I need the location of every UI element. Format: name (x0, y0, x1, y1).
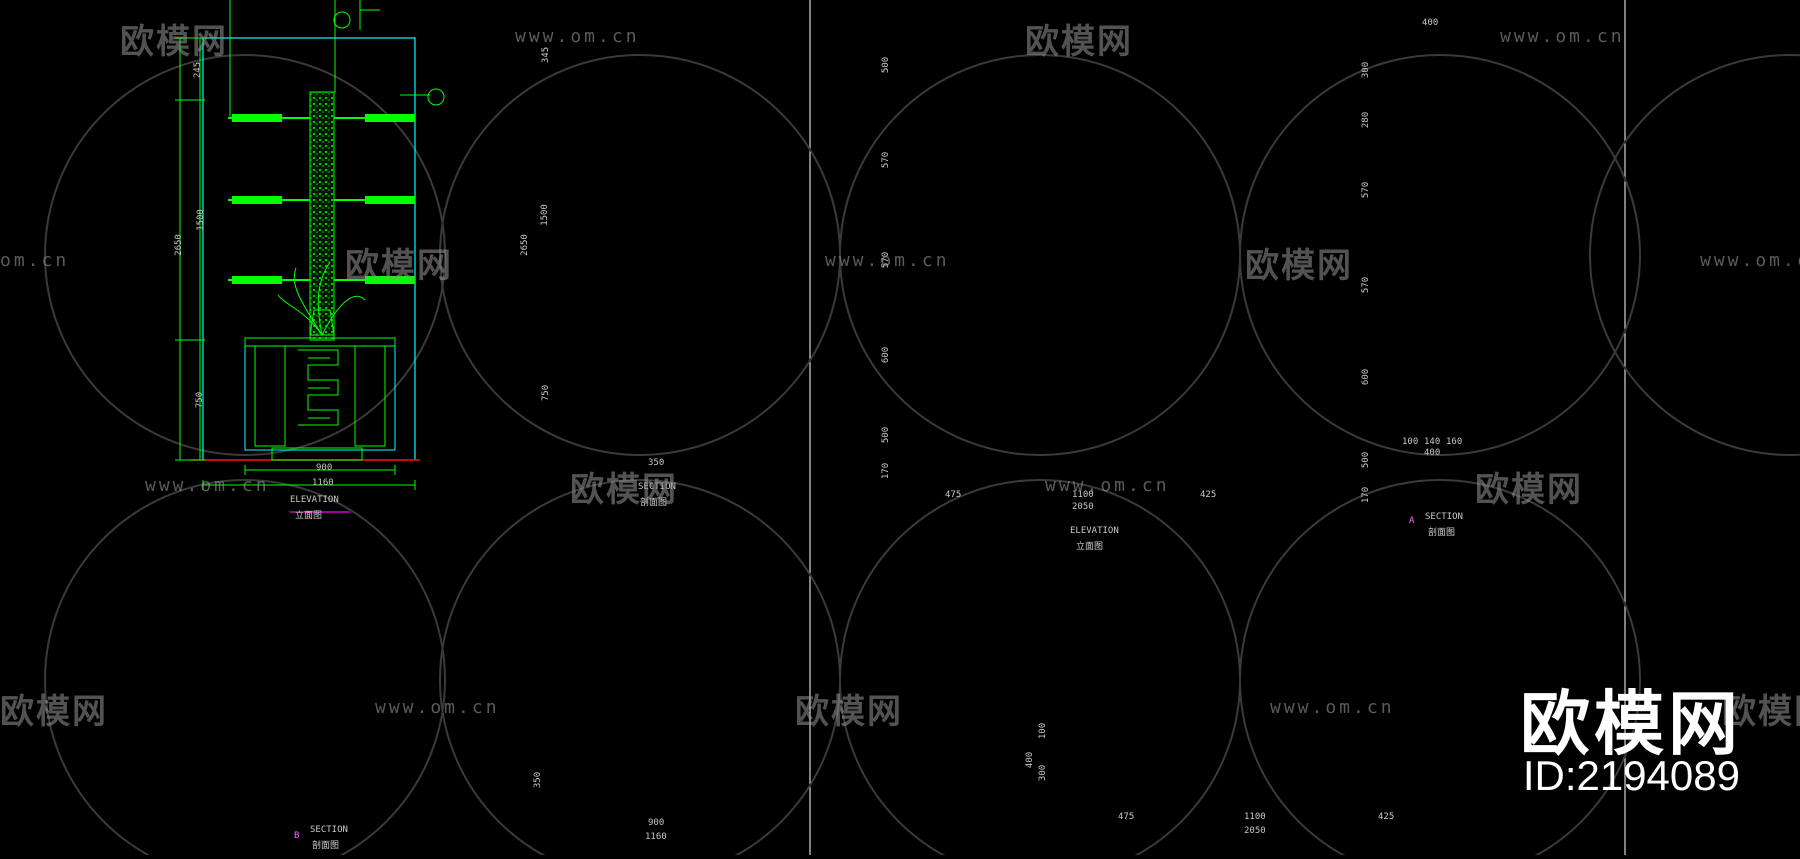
elevation-1-dim-245: 245 (193, 61, 204, 79)
watermark-logo: 欧模网 (1245, 246, 1353, 286)
plan-2-dim-400: 400 (1025, 751, 1036, 769)
section-2-dim-160: 160 (1446, 437, 1463, 447)
section-1-dim-750: 750 (541, 384, 552, 402)
elevation-2-dim-500b: 500 (881, 426, 892, 444)
watermark-url: www.om.cn (825, 250, 950, 271)
plan-1-dim-1160: 1160 (645, 832, 667, 842)
section-2-marker: A (1409, 516, 1415, 526)
section-2-dim-570b: 570 (1361, 276, 1372, 294)
elevation-1-dim-1500: 1500 (195, 209, 206, 231)
watermark-url: www.om.cn (145, 475, 270, 496)
elevation-1-dim-2650: 2650 (173, 234, 184, 256)
watermark-logo: 欧模网 (570, 470, 678, 510)
elevation-2-dim-170: 170 (881, 462, 892, 480)
watermark-logo: 欧模网 (1025, 22, 1133, 62)
plan-1-dim-350: 350 (533, 771, 544, 789)
elevation-1-dim-900: 900 (316, 463, 333, 473)
brand-logo: 欧模网 (1520, 683, 1742, 765)
elevation-2-dim-475: 475 (945, 490, 962, 500)
watermark-url: www.om.cn (1700, 250, 1800, 271)
section-2-dim-300: 300 (1361, 61, 1372, 79)
watermark-url: www.om.cn (515, 26, 640, 47)
watermark-url-fragment: om.cn (0, 250, 70, 271)
section-2-title: SECTION (1425, 512, 1463, 522)
section-2-dim-570a: 570 (1361, 181, 1372, 199)
watermark-logo: 欧模网 (345, 246, 453, 286)
section-2-dim-600: 600 (1361, 368, 1372, 386)
plan-2-dim-1100: 1100 (1244, 812, 1266, 822)
plan-1-dim-900: 900 (648, 818, 665, 828)
section-2-dim-400: 400 (1424, 448, 1441, 458)
elevation-2-dim-570a: 570 (881, 151, 892, 169)
elevation-2-dim-425: 425 (1200, 490, 1217, 500)
elevation-2-dim-2050: 2050 (1072, 502, 1094, 512)
plan-2-dim-2050: 2050 (1244, 826, 1266, 836)
plan-2-dim-300: 300 (1038, 764, 1049, 782)
watermark-logo-fragment: 欧模网 (1722, 692, 1800, 732)
section-2-dim-280: 280 (1361, 111, 1372, 129)
watermark-logo: 欧模网 (120, 22, 228, 62)
watermark-logo: 欧模网 (1475, 470, 1583, 510)
watermark-url: www.om.cn (375, 697, 500, 718)
section-1-dim-1500: 1500 (539, 204, 550, 226)
section-1-title: SECTION (638, 482, 676, 492)
brand-model-id: ID:2194089 (1522, 752, 1740, 799)
watermark-circles (44, 54, 1800, 859)
watermark-logo: 欧模网 (795, 692, 903, 732)
watermark-url: www.om.cn (1500, 26, 1625, 47)
elevation-2-dim-1100: 1100 (1072, 490, 1094, 500)
section-2-subtitle: 剖面图 (1428, 528, 1456, 538)
section-1-dim-2650: 2650 (519, 234, 530, 256)
elevation-1-subtitle: 立面图 (295, 511, 323, 521)
section-2-dim-170: 170 (1361, 486, 1372, 504)
elevation-2-dim-600: 600 (881, 346, 892, 364)
section-3-marker: B (294, 831, 300, 841)
elevation-2-title: ELEVATION (1070, 526, 1119, 536)
section-3-title: SECTION (310, 825, 348, 835)
elevation-1 (175, 0, 445, 513)
elevation-1-dim-1160: 1160 (312, 478, 334, 488)
elevation-1-title: ELEVATION (290, 495, 339, 505)
section-3-subtitle: 剖面图 (312, 841, 340, 851)
plan-2-dim-475: 475 (1118, 812, 1135, 822)
section-1-dim-350: 350 (648, 458, 665, 468)
section-2-dim-500: 500 (1361, 451, 1372, 469)
watermark-url: www.om.cn (1045, 475, 1170, 496)
section-2-dim-400-top: 400 (1422, 18, 1439, 28)
plan-2-dim-100: 100 (1038, 722, 1049, 740)
section-1-dim-345: 345 (541, 46, 552, 64)
elevation-1-dim-750: 750 (195, 391, 206, 409)
watermark-logo-fragment: 欧模网 (0, 692, 108, 732)
section-1-subtitle: 剖面图 (640, 498, 668, 508)
elevation-2-subtitle: 立面图 (1076, 542, 1104, 552)
section-2-dim-140: 140 (1424, 437, 1441, 447)
elevation-2-dim-500: 500 (881, 56, 892, 74)
section-2-dim-100: 100 (1402, 437, 1419, 447)
plan-2-dim-425: 425 (1378, 812, 1395, 822)
watermark-url: www.om.cn (1270, 697, 1395, 718)
